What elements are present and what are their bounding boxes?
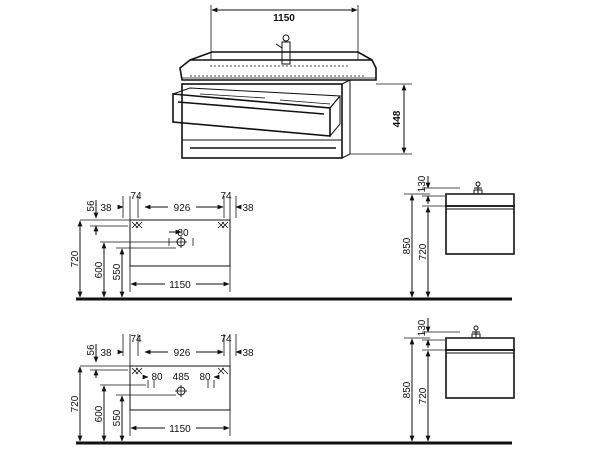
- plan1-d56-dimension: 56: [86, 200, 128, 235]
- perspective-view: 1150: [172, 5, 412, 159]
- plan1-tap-hole-icon: 80: [168, 228, 194, 248]
- plan2-d38-left: 38: [100, 348, 112, 359]
- washbasin: [179, 51, 377, 81]
- side2-d720-dimension: 720: [418, 349, 446, 442]
- plan2-d80-right: 80: [199, 372, 211, 383]
- plan1-d80: 80: [177, 228, 189, 239]
- side2-cabinet: [445, 325, 515, 399]
- side1-d130: 130: [417, 175, 428, 192]
- plan-view-2: 38 74 926 74 38 56 80: [70, 334, 254, 442]
- plan1-width-chain: 38 74 926 74 38: [100, 191, 254, 230]
- plan1-d38-left: 38: [100, 203, 112, 214]
- side1-d130-dimension: 130: [417, 175, 460, 204]
- cabinet-body: [181, 79, 351, 159]
- open-drawer: [172, 87, 342, 137]
- plan2-d80-left: 80: [151, 372, 163, 383]
- lower-drawer: [182, 139, 342, 149]
- plan1-d926: 926: [174, 203, 191, 214]
- plan1-d74-right: 74: [220, 191, 232, 202]
- plan2-d74-left: 74: [130, 334, 142, 345]
- tap-icon: [275, 34, 291, 65]
- plan2-d74-right: 74: [220, 334, 232, 345]
- plan1-d720: 720: [70, 250, 81, 267]
- side1-d850-dimension: 850: [402, 193, 430, 298]
- side1-d720: 720: [418, 243, 429, 260]
- plan2-d38-right: 38: [242, 348, 254, 359]
- plan2-d600: 600: [94, 405, 105, 422]
- side1-cabinet: [445, 181, 515, 255]
- plan1-outline: [80, 219, 231, 267]
- side1-d850: 850: [402, 237, 413, 254]
- top-width-label: 1150: [273, 13, 295, 24]
- plan2-d720: 720: [70, 395, 81, 412]
- top-height-dimension: 448: [350, 83, 412, 155]
- plan1-d1150-dimension: 1150: [129, 266, 231, 292]
- plan2-d485: 485: [173, 372, 190, 383]
- plan2-d1150: 1150: [169, 424, 191, 435]
- plan2-d1150-dimension: 1150: [129, 410, 231, 436]
- plan1-d1150: 1150: [169, 280, 191, 291]
- side2-d850: 850: [402, 381, 413, 398]
- side1-d720-dimension: 720: [418, 205, 446, 298]
- plan2-vertical-dims: 720 600 550: [70, 366, 176, 442]
- side2-d130-dimension: 130: [417, 318, 460, 348]
- plan2-d56-dimension: 56: [86, 344, 128, 378]
- plan1-d74-left: 74: [130, 191, 142, 202]
- side-view-2: 130 850 720: [402, 318, 515, 442]
- plan1-d38-right: 38: [242, 203, 254, 214]
- plan2-outline: [80, 365, 231, 411]
- side2-d130: 130: [417, 319, 428, 336]
- plan2-tap-holes-icon: 80 485 80: [142, 372, 220, 397]
- plan1-vertical-dims: 720 600 550: [70, 220, 176, 298]
- top-height-label: 448: [392, 110, 403, 127]
- plan1-d600: 600: [94, 261, 105, 278]
- plan2-d56: 56: [86, 344, 97, 356]
- top-width-dimension: 1150: [210, 5, 359, 60]
- plan-view-1: 38 74 926 74 38 56 80: [70, 191, 254, 298]
- side2-d850-dimension: 850: [402, 337, 430, 442]
- side2-d720: 720: [418, 387, 429, 404]
- plan2-d926: 926: [174, 348, 191, 359]
- plan1-d56: 56: [86, 200, 97, 212]
- plan2-width-chain: 38 74 926 74 38: [100, 334, 254, 368]
- side-view-1: 130 850 720: [402, 175, 515, 298]
- plan1-d550: 550: [112, 263, 123, 280]
- plan2-d550: 550: [112, 409, 123, 426]
